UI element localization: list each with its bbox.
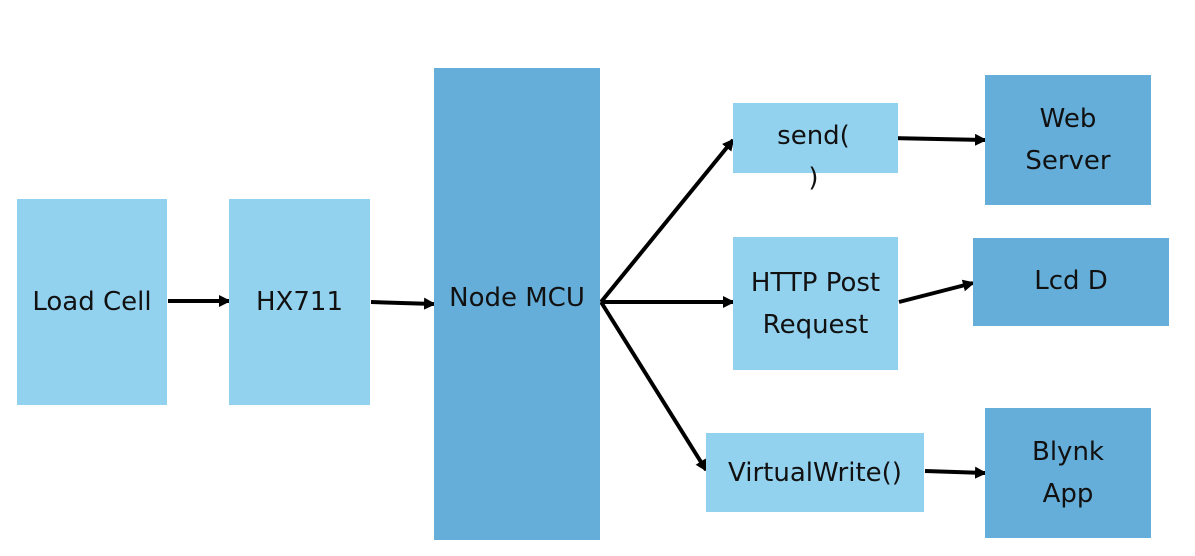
send-label: send( ): [777, 121, 850, 193]
arrow-nodemcu-to-virtualwrite: [599, 300, 708, 472]
load-cell-label: Load Cell: [32, 287, 152, 317]
node-mcu-box: Node MCU: [434, 68, 600, 540]
virtual-write-box: VirtualWrite(): [706, 433, 924, 512]
lcd-label: Lcd D: [1034, 266, 1108, 296]
virtual-write-label: VirtualWrite(): [728, 457, 902, 488]
web-server-label: Web Server: [1025, 104, 1111, 176]
http-post-label: HTTP Post Request: [750, 267, 881, 340]
arrow-nodemcu-to-send: [599, 138, 735, 304]
arrow-hx711-to-nodemcu: [370, 297, 436, 310]
web-server-box: Web Server: [985, 75, 1151, 205]
lcd-box: Lcd D: [973, 238, 1169, 326]
http-post-box: HTTP Post Request: [733, 237, 898, 370]
hx711-box: HX711: [229, 199, 370, 405]
blynk-app-box: Blynk App: [985, 408, 1151, 538]
send-box: send( ): [733, 103, 898, 193]
arrow-http-to-lcd: [898, 279, 975, 304]
node-mcu-label: Node MCU: [449, 283, 585, 313]
arrow-virtualwrite-to-blynk: [924, 466, 987, 479]
load-cell-box: Load Cell: [17, 199, 167, 405]
blynk-app-label: Blynk App: [1032, 437, 1104, 509]
arrow-send-to-webserver: [885, 133, 987, 146]
hx711-label: HX711: [256, 287, 343, 317]
